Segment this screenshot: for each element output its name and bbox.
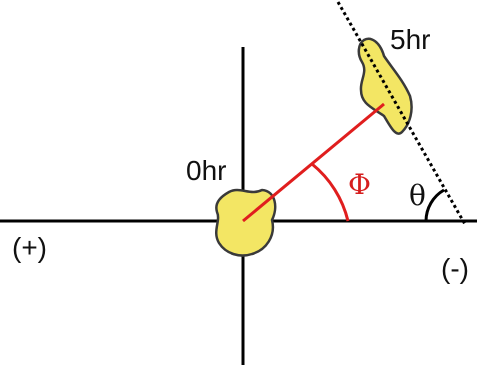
theta-arc	[426, 190, 444, 221]
label-positive: (+)	[12, 232, 47, 263]
label-negative: (-)	[441, 253, 469, 284]
phi-arc	[312, 164, 348, 221]
label-theta: θ	[409, 179, 426, 212]
displacement-vector	[243, 104, 384, 221]
label-0hr: 0hr	[186, 155, 226, 186]
label-5hr: 5hr	[390, 24, 430, 55]
label-phi: Φ	[348, 168, 371, 201]
